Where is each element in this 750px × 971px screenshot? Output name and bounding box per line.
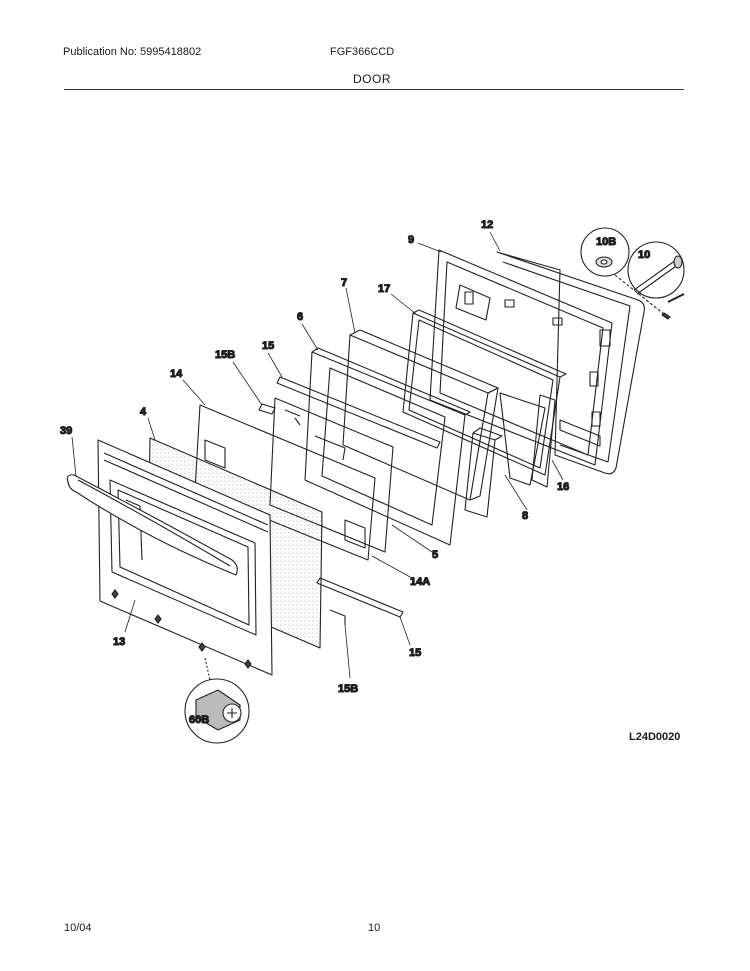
screw-markers bbox=[111, 589, 252, 669]
bottom-trim-strip bbox=[316, 577, 404, 625]
header-divider bbox=[64, 89, 684, 90]
callout-5: 5 bbox=[432, 549, 438, 561]
callout-9: 9 bbox=[408, 234, 414, 246]
callout-14a: 14A bbox=[410, 576, 430, 588]
callout-15-top: 15 bbox=[262, 340, 274, 352]
footer-date: 10/04 bbox=[64, 922, 92, 934]
callout-39: 39 bbox=[60, 425, 72, 437]
callout-10b: 10B bbox=[596, 236, 616, 248]
diagram-code: L24D0020 bbox=[629, 731, 681, 743]
callout-13: 13 bbox=[113, 636, 125, 648]
callout-6: 6 bbox=[297, 311, 303, 323]
door-handle bbox=[66, 474, 238, 576]
callout-7: 7 bbox=[341, 277, 347, 289]
callout-8: 8 bbox=[522, 510, 528, 522]
top-clip bbox=[258, 403, 276, 415]
callout-17: 17 bbox=[378, 283, 390, 295]
inner-door-panel bbox=[496, 251, 645, 475]
insulation-block bbox=[402, 309, 567, 476]
leader-lines bbox=[71, 231, 564, 679]
window-spacer bbox=[464, 427, 503, 518]
outer-door-frame bbox=[97, 439, 273, 676]
window-frame bbox=[499, 392, 556, 488]
callout-4: 4 bbox=[140, 406, 147, 418]
glass-panel bbox=[269, 397, 394, 553]
washer-detail bbox=[580, 227, 630, 277]
model-number: FGF366CCD bbox=[330, 46, 395, 58]
screw-detail bbox=[184, 657, 250, 744]
callout-10: 10 bbox=[638, 249, 650, 261]
callout-12: 12 bbox=[481, 219, 493, 231]
callout-15b-bottom: 15B bbox=[338, 683, 358, 695]
bolt-detail bbox=[614, 241, 685, 320]
top-trim-strip bbox=[276, 376, 441, 461]
page-number: 10 bbox=[368, 922, 381, 934]
callout-15b-top: 15B bbox=[215, 349, 235, 361]
door-liner bbox=[429, 249, 613, 466]
section-title: DOOR bbox=[353, 72, 391, 86]
publication-number: Publication No: 5995418802 bbox=[63, 46, 202, 58]
callout-15-bottom: 15 bbox=[409, 647, 421, 659]
callout-14: 14 bbox=[170, 368, 183, 380]
callout-16: 16 bbox=[557, 481, 569, 493]
callout-60b: 60B bbox=[189, 714, 209, 726]
